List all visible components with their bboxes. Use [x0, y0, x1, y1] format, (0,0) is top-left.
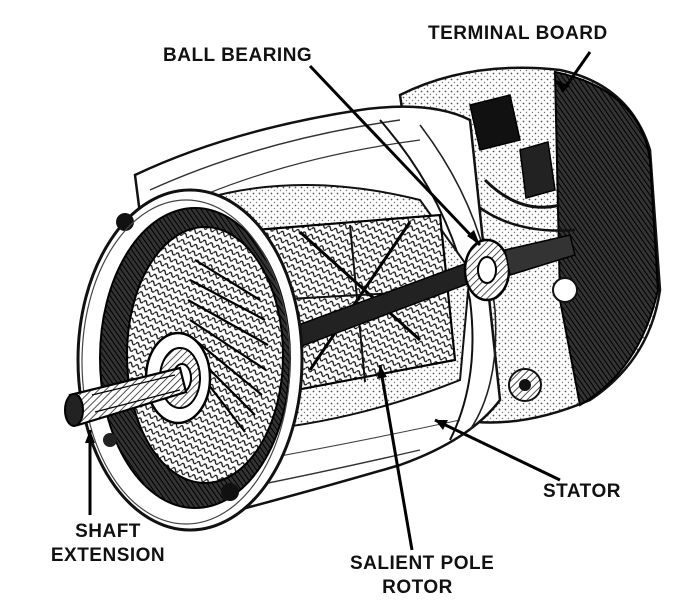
label-salient-pole-rotor-line-2: ROTOR — [382, 577, 453, 598]
label-terminal-board-text: TERMINAL BOARD — [428, 23, 608, 44]
label-shaft-extension-line-1: SHAFT — [75, 521, 141, 542]
shaft-extension — [64, 366, 188, 427]
leader-stator — [434, 418, 561, 482]
label-shaft-extension: SHAFT EXTENSION — [44, 520, 172, 568]
label-ball-bearing-text: BALL BEARING — [163, 45, 313, 66]
label-salient-pole-rotor: SALIENT POLE ROTOR — [350, 552, 495, 600]
label-salient-pole-rotor-line-1: SALIENT POLE — [350, 553, 495, 574]
leader-salient-pole-rotor — [378, 364, 414, 551]
leader-lines — [85, 51, 592, 551]
label-shaft-extension-line-2: EXTENSION — [50, 545, 166, 566]
front-end-bell — [76, 188, 304, 532]
leader-ball-bearing — [308, 64, 482, 247]
label-terminal-board: TERMINAL BOARD — [428, 22, 608, 46]
label-ball-bearing: BALL BEARING — [163, 44, 312, 68]
label-stator: STATOR — [543, 480, 621, 504]
label-stator-text: STATOR — [543, 481, 621, 502]
